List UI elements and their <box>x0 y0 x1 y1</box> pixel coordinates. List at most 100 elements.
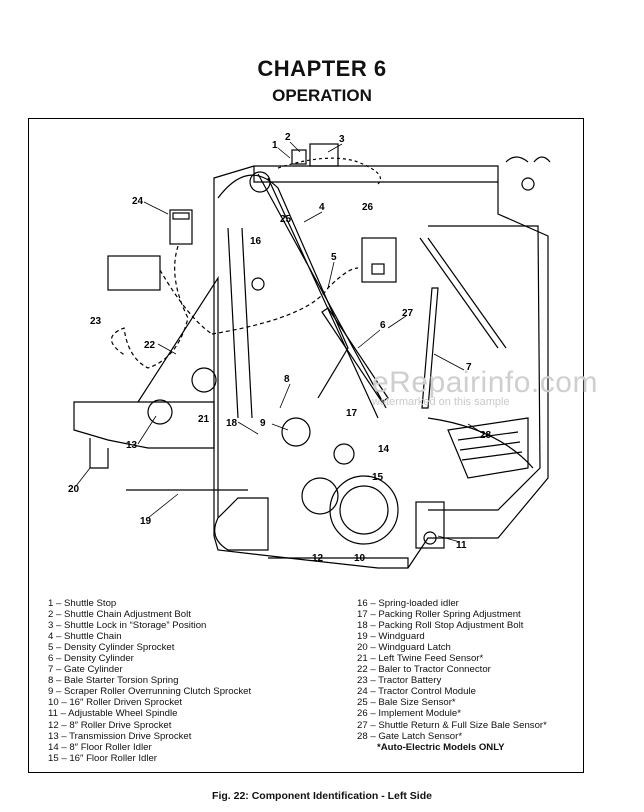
legend-left: 1 – Shuttle Stop 2 – Shuttle Chain Adjus… <box>48 598 318 764</box>
implement-connector <box>371 263 385 275</box>
leader-lines <box>75 141 485 543</box>
legend-item: 14 – 8″ Floor Roller Idler <box>48 741 152 753</box>
callout-16: 16 <box>250 236 262 247</box>
callout-14: 14 <box>378 444 390 455</box>
watermark-site: eRepairinfo.com <box>372 366 598 399</box>
wheel-hub <box>423 531 437 545</box>
legend-item: 5 – Density Cylinder Sprocket <box>48 642 175 654</box>
callout-12: 12 <box>312 553 324 564</box>
legend-item: 28 – Gate Latch Sensor* <box>357 730 463 742</box>
legend-item: 6 – Density Cylinder <box>48 653 134 665</box>
shuttle-chain-bolt <box>291 149 307 165</box>
upper-rear-housing <box>253 166 498 183</box>
watermark-note: watermarked on this sample <box>372 396 510 408</box>
legend-note: *Auto-Electric Models ONLY <box>377 741 505 753</box>
rear-gate-panel <box>428 225 541 511</box>
shuttle-lock <box>309 143 339 167</box>
legend-item: 26 – Implement Module* <box>357 708 461 720</box>
section-title: OPERATION <box>272 86 372 105</box>
callout-25: 25 <box>280 214 292 225</box>
callout-3: 3 <box>339 134 345 145</box>
callout-4: 4 <box>319 202 325 213</box>
legend-item: 8 – Bale Starter Torsion Spring <box>48 675 179 687</box>
drive-chain <box>227 227 253 419</box>
sprocket-10-inner <box>339 485 389 535</box>
front-slope <box>137 275 219 518</box>
gate-latch-bracket <box>447 417 529 479</box>
legend-item: 16 – Spring-loaded idler <box>357 598 459 609</box>
sprocket-10 <box>329 475 399 545</box>
legend-item: 20 – Windguard Latch <box>357 642 451 654</box>
baler-side-panel <box>213 165 549 569</box>
drive-cover <box>214 497 269 551</box>
callout-1: 1 <box>272 140 278 151</box>
chapter-title: CHAPTER 6 <box>257 56 387 81</box>
legend-item: 4 – Shuttle Chain <box>48 631 122 643</box>
callout-21: 21 <box>198 414 210 425</box>
idler-15 <box>333 443 355 465</box>
shuttle-sprocket <box>249 171 271 193</box>
baler-diagram: 1 2 3 4 5 6 7 8 9 10 11 12 13 14 15 16 1… <box>68 132 551 569</box>
twine-sensor <box>191 367 217 393</box>
callout-18: 18 <box>226 418 238 429</box>
legend-item: 7 – Gate Cylinder <box>48 664 123 676</box>
figure-caption: Fig. 22: Component Identification - Left… <box>212 790 432 802</box>
sprocket-9 <box>281 417 311 447</box>
sprocket-12 <box>301 477 339 515</box>
sprocket-13 <box>147 399 173 425</box>
lower-guard <box>268 557 409 568</box>
gate-latch-ribs <box>457 431 523 461</box>
density-cylinder <box>321 307 389 403</box>
callout-24: 24 <box>132 196 144 207</box>
legend-item: 19 – Windguard <box>357 631 425 643</box>
callout-2: 2 <box>285 132 291 143</box>
control-module <box>169 209 193 245</box>
figure-frame <box>28 118 584 773</box>
legend-item: 1 – Shuttle Stop <box>48 598 117 609</box>
top-right-fittings <box>505 156 551 163</box>
callout-19: 19 <box>140 516 152 527</box>
front-frame <box>73 401 215 449</box>
callout-13: 13 <box>126 440 138 451</box>
callout-17: 17 <box>346 408 358 419</box>
legend-item: 17 – Packing Roller Spring Adjustment <box>357 609 521 621</box>
gate-cylinder <box>421 287 439 409</box>
legend-right: 16 – Spring-loaded idler 17 – Packing Ro… <box>357 598 579 753</box>
legend-item: 13 – Transmission Drive Sprocket <box>48 730 192 742</box>
legend-item: 23 – Tractor Battery <box>357 675 442 687</box>
implement-module <box>361 237 397 283</box>
windguard-latch <box>89 438 109 469</box>
callout-10: 10 <box>354 553 366 564</box>
tractor-battery <box>107 255 161 291</box>
callout-8: 8 <box>284 374 290 385</box>
gate-arm <box>419 237 507 349</box>
legend-item: 10 – 16″ Roller Driven Sprocket <box>48 697 183 709</box>
callout-15: 15 <box>372 472 384 483</box>
legend-item: 18 – Packing Roll Stop Adjustment Bolt <box>357 620 524 632</box>
legend-item: 25 – Bale Size Sensor* <box>357 697 456 709</box>
callout-6: 6 <box>380 320 386 331</box>
legend-item: 21 – Left Twine Feed Sensor* <box>357 653 484 665</box>
callout-27: 27 <box>402 308 414 319</box>
callout-7: 7 <box>466 362 472 373</box>
callout-23: 23 <box>90 316 102 327</box>
legend-item: 22 – Baler to Tractor Connector <box>357 664 491 676</box>
wiring-harness <box>110 245 359 369</box>
callout-22: 22 <box>144 340 156 351</box>
legend-item: 9 – Scraper Roller Overrunning Clutch Sp… <box>48 686 252 698</box>
legend-item: 3 – Shuttle Lock in “Storage” Position <box>48 620 207 632</box>
callout-9: 9 <box>260 418 266 429</box>
legend-item: 2 – Shuttle Chain Adjustment Bolt <box>48 609 191 621</box>
callout-26: 26 <box>362 202 374 213</box>
control-module-screen <box>172 212 190 220</box>
legend-item: 27 – Shuttle Return & Full Size Bale Sen… <box>357 719 547 731</box>
callout-28: 28 <box>480 430 492 441</box>
callout-20: 20 <box>68 484 80 495</box>
legend-item: 15 – 16″ Floor Roller Idler <box>48 752 157 764</box>
callout-11: 11 <box>456 540 467 551</box>
drive-belt-long <box>257 173 387 419</box>
callout-5: 5 <box>331 252 337 263</box>
top-right-hub <box>521 177 535 191</box>
wheel-spindle-plate <box>415 501 445 549</box>
drive-belt-upper <box>217 174 349 399</box>
